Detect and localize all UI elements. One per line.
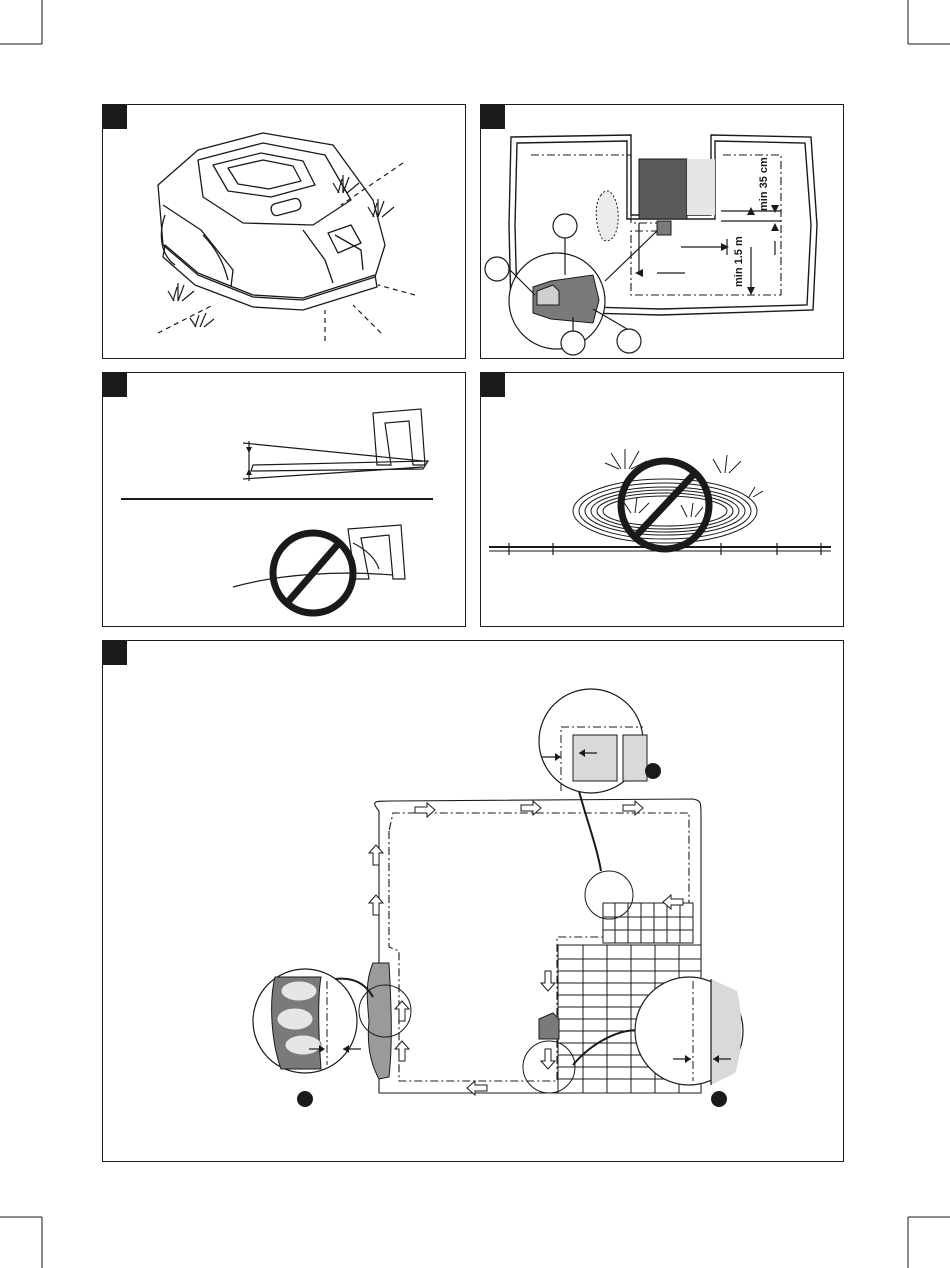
placement-diagram xyxy=(481,105,845,360)
min-distance-label-top: min 35 cm xyxy=(758,157,770,211)
wire-layout-diagram xyxy=(103,641,845,1163)
slope-diagram xyxy=(103,373,467,628)
min-distance-label-front: min 1.5 m xyxy=(733,236,745,287)
figure-panel-coiled-wire xyxy=(480,372,844,627)
figure-panel-station-slope xyxy=(102,372,466,627)
mower-illustration xyxy=(103,105,467,360)
coiled-wire-diagram xyxy=(481,373,845,628)
figure-panel-wire-layout xyxy=(102,640,844,1162)
figure-panel-station-placement: min 35 cm min 1.5 m xyxy=(480,104,844,359)
figure-panel-mower xyxy=(102,104,466,359)
